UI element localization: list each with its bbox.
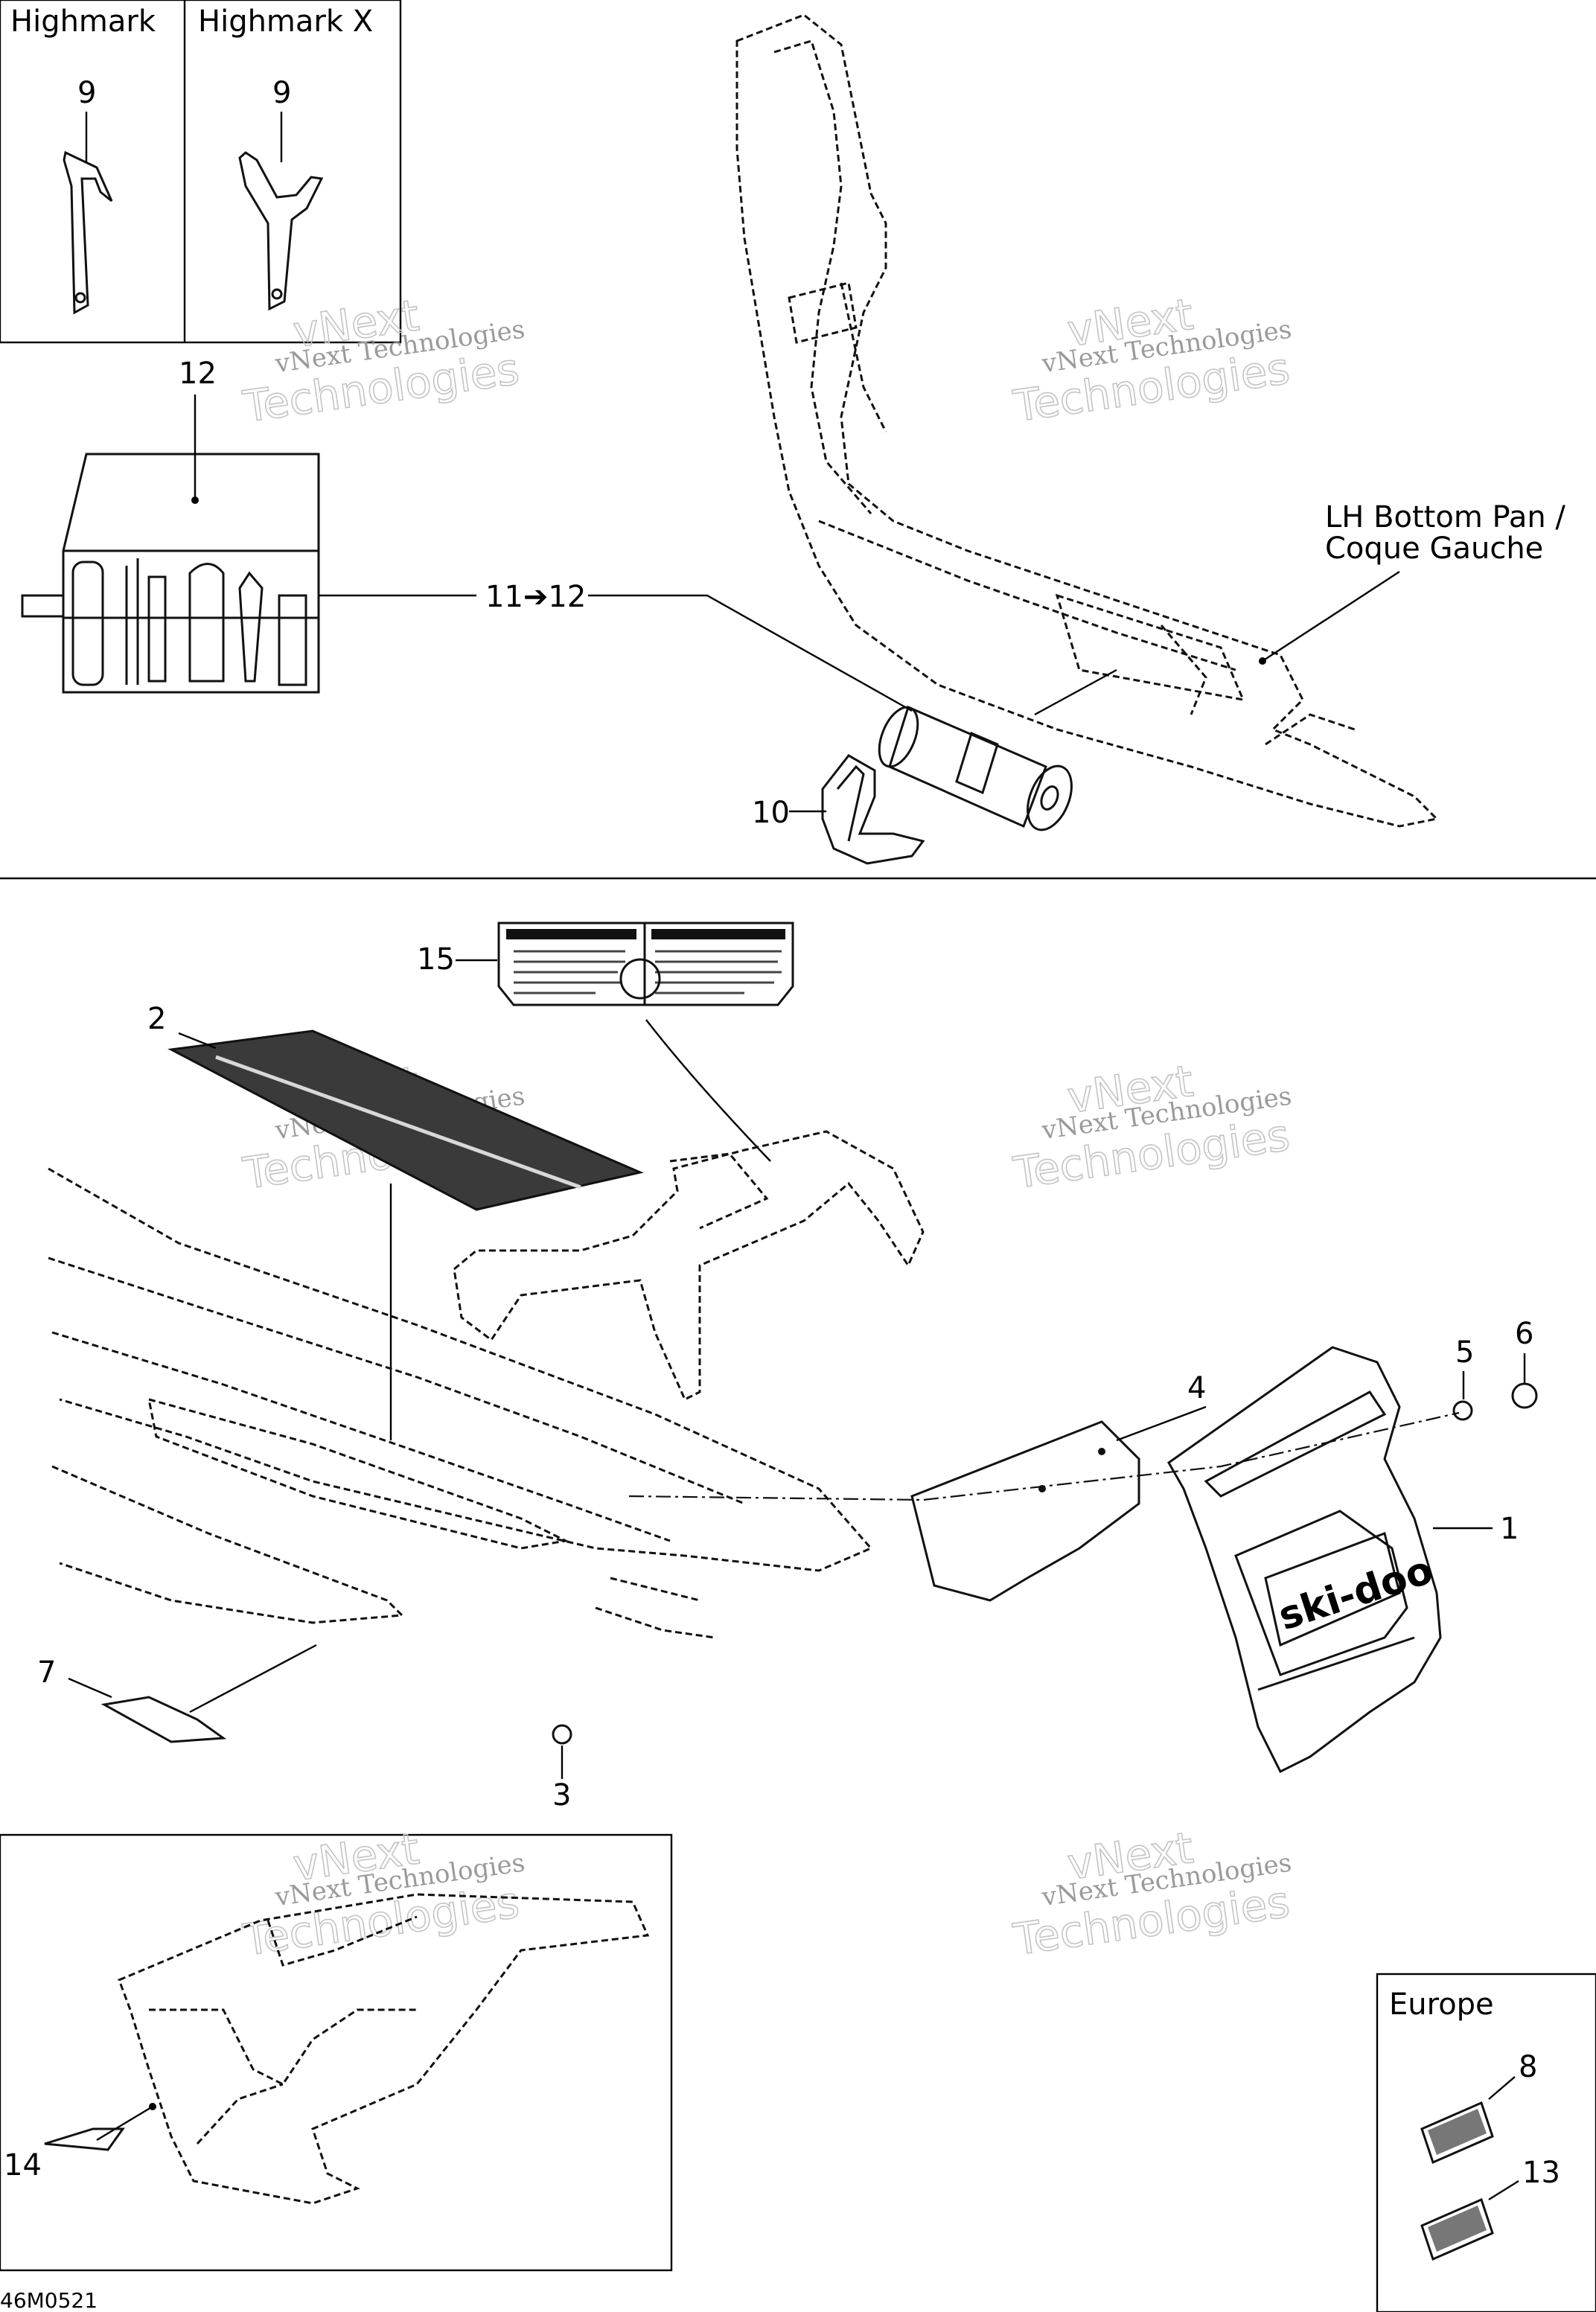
callout-10: 10: [752, 796, 790, 830]
leader-7: [68, 1677, 112, 1699]
panel-title-highmark: Highmark: [10, 4, 156, 39]
part-9-spanner-highmark: [63, 150, 113, 315]
part-14-reflector: [44, 2127, 125, 2151]
part-3-nut: [552, 1724, 572, 1745]
part-10-bracket: [821, 754, 925, 865]
part-5-rivet: [1452, 1400, 1473, 1421]
part-12-tool-kit: [21, 453, 320, 694]
watermark-1: Technologies vNext vNext Technologies: [239, 290, 526, 433]
highmark-variant-box: [0, 0, 402, 344]
callout-15: 15: [417, 942, 455, 977]
callout-9b: 9: [272, 76, 291, 110]
svg-text:ski-doo: ski-doo: [1273, 1548, 1438, 1639]
panel-title-highmark-x: Highmark X: [198, 4, 373, 39]
leader-2: [178, 1032, 217, 1050]
panel-title-europe: Europe: [1389, 1987, 1494, 2022]
leader-7-b: [189, 1644, 317, 1714]
callout-12: 12: [179, 357, 217, 391]
callout-4: 4: [1187, 1371, 1206, 1405]
part-9-spanner-highmark-x: [238, 151, 324, 311]
leader-4: [1116, 1405, 1207, 1442]
part-1-snow-guard: ski-doo: [1167, 1346, 1442, 1774]
bottom-pan-label-line1: LH Bottom Pan /: [1325, 500, 1565, 534]
callout-8: 8: [1519, 2050, 1537, 2084]
callout-13: 13: [1522, 2156, 1560, 2190]
callout-1: 1: [1500, 1512, 1519, 1546]
leader-13: [1488, 2180, 1519, 2201]
callout-6: 6: [1515, 1317, 1533, 1351]
leader-11-12-right: [588, 594, 913, 712]
inset-seat-base: [118, 1893, 650, 2205]
leader-bottom-pan: [1262, 570, 1400, 662]
drawing-code: 46M0521: [0, 2288, 98, 2312]
leader-14-dot: [149, 2103, 156, 2110]
inset-box-bottom-left: [0, 1833, 673, 2272]
callout-14: 14: [4, 2148, 42, 2182]
callout-9a: 9: [77, 76, 96, 110]
leader-bottom-pan-dot: [1259, 657, 1266, 665]
part-7-reflector: [100, 1696, 227, 1743]
callout-3: 3: [552, 1778, 571, 1813]
lh-bottom-pan: [735, 13, 1440, 828]
callout-5: 5: [1455, 1335, 1474, 1370]
grab-handle: [453, 1130, 925, 1402]
part-8-reflector: [1420, 2101, 1494, 2165]
leader-tube-to-pan: [1034, 668, 1117, 716]
part-2-decal: [167, 1029, 644, 1211]
watermark-6: Technologies vNext vNext Technologies: [1009, 1821, 1293, 1966]
alignment-line: [628, 1411, 1460, 1501]
leader-14: [96, 2105, 153, 2142]
watermark-4: Technologies vNext vNext Technologies: [1009, 1055, 1293, 1199]
watermark-2: Technologies vNext vNext Technologies: [1009, 288, 1293, 432]
part-13-reflector: [1420, 2197, 1494, 2261]
europe-box: [1376, 1973, 1596, 2312]
leader-12-dot: [191, 496, 199, 504]
leader-8: [1488, 2076, 1516, 2100]
part-6-cap: [1511, 1382, 1538, 1409]
part-15-warning-label: [497, 922, 794, 1006]
tunnel-assembly: [48, 1167, 873, 1639]
leader-15-arrow: [645, 1019, 771, 1162]
callout-11-to-12: 11➔12: [485, 580, 586, 614]
callout-2: 2: [147, 1002, 166, 1036]
part-11-tool-tube: [878, 705, 1073, 831]
callout-7: 7: [37, 1655, 56, 1690]
part-4-plate: [910, 1420, 1140, 1602]
bottom-pan-label-line2: Coque Gauche: [1325, 531, 1543, 566]
